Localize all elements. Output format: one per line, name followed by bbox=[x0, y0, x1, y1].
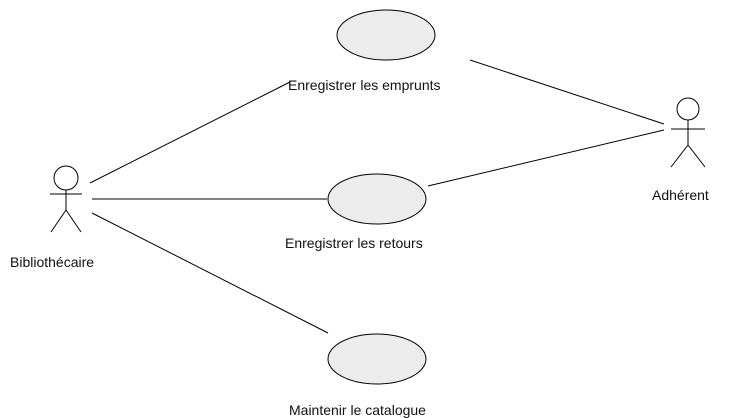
use-case-label-retours: Enregistrer les retours bbox=[285, 235, 423, 251]
use-case-label-catalogue: Maintenir le catalogue bbox=[289, 402, 426, 418]
actor-label-bibliothecaire: Bibliothécaire bbox=[10, 254, 95, 270]
association-bibliothecaire-emprunts bbox=[89, 81, 291, 184]
use-case-emprunts[interactable] bbox=[336, 9, 436, 61]
association-adherent-retours bbox=[427, 129, 665, 187]
use-case-catalogue[interactable] bbox=[327, 333, 427, 385]
actor-label-adherent: Adhérent bbox=[652, 187, 709, 203]
association-bibliothecaire-catalogue bbox=[91, 212, 329, 334]
use-case-label-emprunts: Enregistrer les emprunts bbox=[288, 77, 441, 93]
actor-adherent[interactable] bbox=[670, 97, 706, 168]
actor-bibliothecaire[interactable] bbox=[50, 165, 82, 233]
association-adherent-emprunts bbox=[469, 59, 665, 125]
use-case-retours[interactable] bbox=[327, 173, 427, 225]
